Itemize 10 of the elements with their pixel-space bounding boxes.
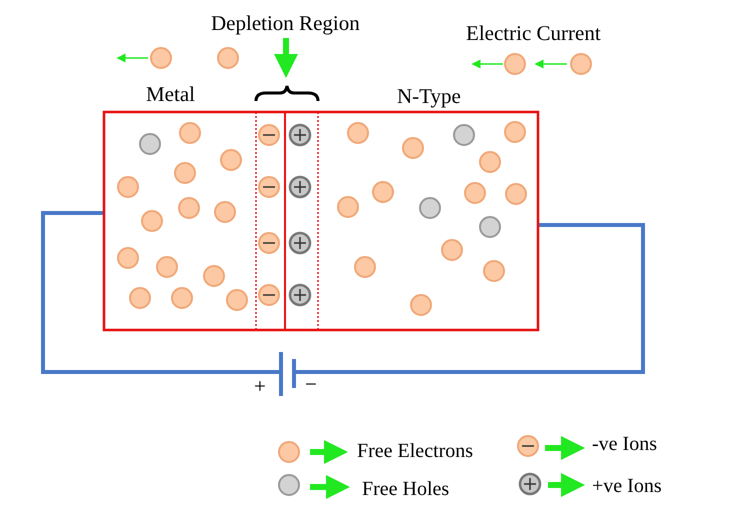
region-label: Depletion Region	[211, 11, 360, 35]
legend-label: +ve Ions	[592, 474, 662, 498]
legend-label: -ve Ions	[592, 432, 657, 456]
legend-label: Free Electrons	[357, 439, 474, 463]
material-label: Metal	[146, 82, 195, 106]
legend-label: Free Holes	[362, 477, 450, 501]
polarity-sign: −	[305, 372, 317, 396]
region-label: Electric Current	[466, 21, 601, 45]
polarity-sign: +	[254, 374, 266, 398]
material-label: N-Type	[397, 84, 461, 108]
